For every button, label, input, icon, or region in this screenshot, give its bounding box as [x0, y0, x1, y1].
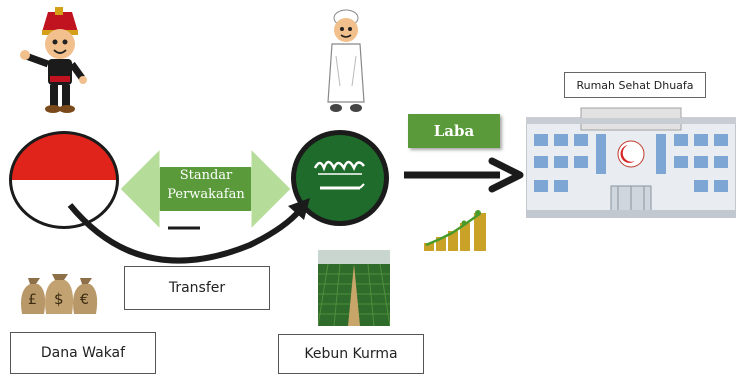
hospital-building-icon — [526, 107, 736, 218]
money-bags-icon: £ $ € — [21, 274, 98, 314]
transfer-box: Transfer — [124, 266, 270, 310]
hospital-sign: Rumah Sehat Dhuafa — [564, 72, 706, 98]
kebun-kurma-box: Kebun Kurma — [278, 334, 424, 374]
date-palm-field-icon — [318, 250, 390, 326]
svg-text:£: £ — [28, 292, 37, 308]
laba-label: Laba — [408, 114, 500, 148]
laba-arrow — [404, 157, 524, 193]
coin-stack-icon — [424, 210, 486, 251]
standar-perwakafan-label: Standar Perwakafan — [167, 168, 245, 202]
saudi-flag-icon — [291, 130, 389, 226]
double-arrow — [119, 147, 292, 231]
dana-wakaf-box: Dana Wakaf — [10, 332, 156, 374]
svg-text:$: $ — [54, 290, 64, 308]
indonesia-flag-icon — [9, 131, 119, 229]
mascot-acehnese-icon — [20, 7, 87, 113]
mascot-arab-icon — [327, 9, 365, 112]
svg-text:€: € — [80, 292, 89, 308]
